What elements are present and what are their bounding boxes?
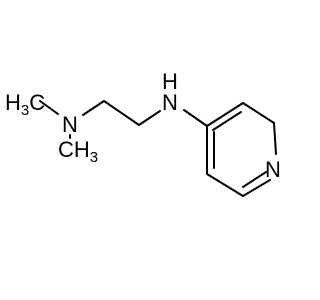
ring-bond-c4-c3 xyxy=(206,102,244,127)
ring-double-bond-n-c6 xyxy=(242,171,267,188)
methyl-top-label: H3C xyxy=(5,90,45,119)
bond-methylene-nh xyxy=(138,110,161,126)
ring-bond-c2-n xyxy=(273,122,277,155)
atom-labels: H3C N CH3 N H N xyxy=(5,69,281,182)
amine-n-label: N xyxy=(62,112,78,137)
ring-bond-c6-c5 xyxy=(206,173,244,197)
ring-double-bond-c4-c3 xyxy=(212,111,242,131)
bond-methylene-methylene xyxy=(103,100,140,126)
ring-bond-c3-c2 xyxy=(242,102,275,124)
chemical-structure: H3C N CH3 N H N xyxy=(5,69,281,197)
nh-hydrogen-label: H xyxy=(162,69,178,94)
ring-nitrogen-label: N xyxy=(265,157,281,182)
methyl-bottom-label: CH3 xyxy=(58,137,98,166)
bond-n-methylene xyxy=(82,100,105,116)
nh-label: N xyxy=(162,90,178,115)
ring-bond-n-c6 xyxy=(242,179,271,197)
bond-group xyxy=(39,100,277,197)
bond-methyl-top-n xyxy=(39,100,59,115)
bond-nh-ring xyxy=(183,109,208,127)
